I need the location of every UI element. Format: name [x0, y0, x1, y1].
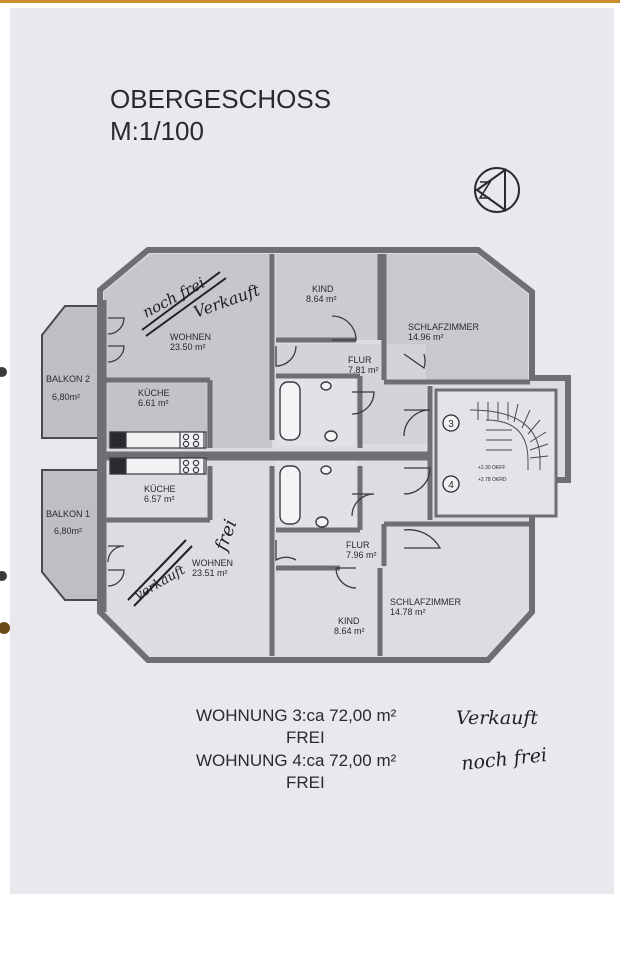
punch-hole — [0, 622, 10, 634]
room-labels: WOHNEN 23.50 m² KIND 8.64 m² SCHLAFZIMME… — [46, 284, 480, 636]
staircase: 3 4 +2.30 OKFF +2.78 OKRD — [434, 388, 558, 518]
punch-hole — [0, 571, 7, 581]
unit-3-status: FREI — [286, 728, 325, 747]
room-name: FLUR — [348, 355, 372, 365]
room-area: 14.78 m² — [390, 607, 426, 617]
unit-3-area: WOHNUNG 3:ca 72,00 m² — [196, 706, 397, 725]
room-area: 7.81 m² — [348, 365, 379, 375]
kitchen-counter-bottom — [109, 457, 207, 475]
room-name: KÜCHE — [144, 484, 176, 494]
stair-marker-upper: 3 — [448, 419, 454, 430]
plan-title: OBERGESCHOSS — [110, 84, 331, 114]
room-name: SCHLAFZIMMER — [390, 597, 462, 607]
kid-room-top — [276, 254, 380, 340]
kitchen-counter-top — [109, 431, 207, 449]
room-area: 14.96 m² — [408, 332, 444, 342]
room-area: 23.50 m² — [170, 342, 206, 352]
room-name: BALKON 2 — [46, 374, 90, 384]
punch-hole — [0, 367, 7, 377]
room-name: KÜCHE — [138, 388, 170, 398]
stair-level-1: +2.30 OKFF — [478, 465, 505, 471]
unit-4-status: FREI — [286, 773, 325, 792]
bathroom-fixtures-bottom — [279, 465, 332, 528]
unit-4-area: WOHNUNG 4:ca 72,00 m² — [196, 751, 397, 770]
room-area: 6,80m² — [52, 392, 80, 402]
stair-level-2: +2.78 OKRD — [478, 477, 507, 483]
top-edge — [0, 0, 620, 3]
handwritten-summary-3: Verkauft — [456, 707, 538, 729]
interior-walls — [101, 254, 530, 656]
bathroom-fixtures-top — [279, 381, 338, 442]
room-name: KIND — [312, 284, 334, 294]
stair-marker-lower: 4 — [448, 480, 454, 491]
room-area: 6.61 m² — [138, 398, 169, 408]
door-swings — [107, 315, 442, 589]
room-name: WOHNEN — [192, 558, 233, 568]
unit-summary: WOHNUNG 3:ca 72,00 m² FREI WOHNUNG 4:ca … — [196, 706, 397, 792]
room-area: 6,80m² — [54, 526, 82, 536]
room-name: WOHNEN — [170, 332, 211, 342]
balcony-2 — [41, 305, 101, 439]
room-area: 23.51 m² — [192, 568, 228, 578]
room-name: SCHLAFZIMMER — [408, 322, 480, 332]
balcony-1 — [41, 469, 101, 601]
room-name: BALKON 1 — [46, 509, 90, 519]
room-area: 7.96 m² — [346, 550, 377, 560]
room-area: 8.64 m² — [334, 626, 365, 636]
plan-scale: M:1/100 — [110, 116, 204, 146]
room-name: KIND — [338, 616, 360, 626]
room-name: FLUR — [346, 540, 370, 550]
room-area: 8.64 m² — [306, 294, 337, 304]
north-arrow-icon — [474, 167, 520, 213]
room-area: 6.57 m² — [144, 494, 175, 504]
